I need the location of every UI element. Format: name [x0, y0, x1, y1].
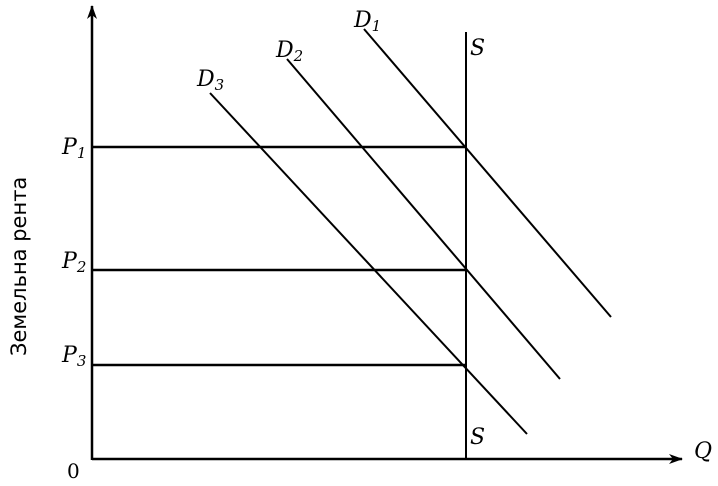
origin-label: 0: [67, 459, 80, 483]
price-label-p2: P2: [61, 249, 86, 276]
demand-curve-d3: [209, 92, 528, 435]
supply-label-bottom: S: [470, 425, 485, 450]
x-axis-label: Q: [694, 439, 712, 464]
y-axis-label: Земельна рента: [7, 177, 31, 356]
demand-label-d3: D3: [196, 67, 224, 94]
supply-label-top: S: [470, 36, 485, 61]
demand-label-d2: D2: [275, 38, 303, 65]
demand-label-d1: D1: [353, 8, 381, 35]
price-label-p3: P3: [61, 343, 86, 370]
price-label-p1: P1: [61, 135, 86, 162]
demand-curve-d1: [363, 28, 612, 318]
demand-curve-d2: [286, 58, 561, 380]
